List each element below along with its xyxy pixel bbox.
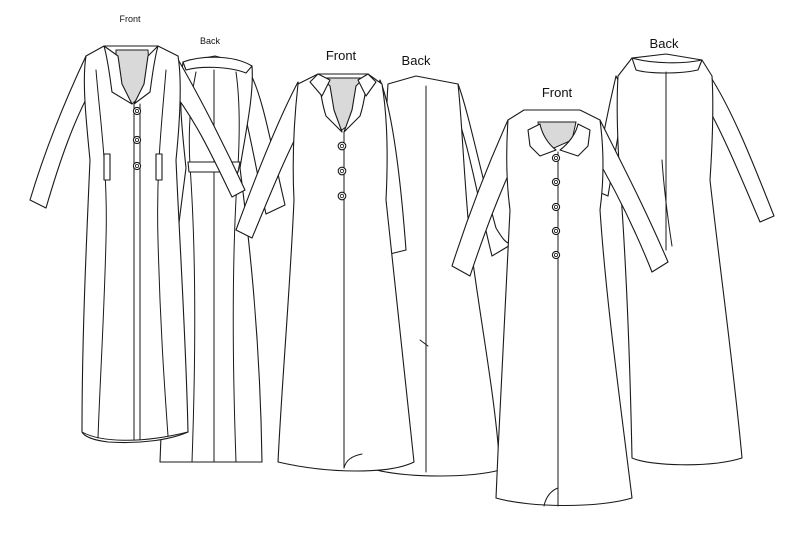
coat1-front-sleeve-left	[29, 55, 93, 209]
coat1-button-3-inner	[134, 163, 139, 168]
coat3-button-3	[551, 202, 561, 212]
coat1-front-sleeve-right	[169, 55, 246, 198]
coat2-button-3	[337, 191, 347, 201]
coat2-button-1-inner	[339, 143, 345, 149]
coat2-back-dart-mark	[419, 339, 429, 347]
coat1-front-collar-right	[133, 45, 159, 105]
coat2-back-label: Back	[401, 53, 431, 68]
coat1-front-body	[81, 45, 189, 444]
coat2-button-1	[337, 141, 347, 151]
coat1-front-collar-left	[103, 45, 133, 105]
coat3-front-collar-left	[527, 123, 557, 157]
coat1-back-collar	[182, 56, 253, 74]
coat3-button-3-inner	[554, 204, 559, 209]
coat3-front-sleeve-right	[591, 119, 669, 273]
coat2-front-label: Front	[325, 48, 357, 63]
coat3-back-collar	[631, 57, 703, 74]
coat1-front-view	[29, 45, 246, 444]
coat3-button-4-inner	[554, 228, 559, 233]
coat3-back-label: Back	[649, 36, 679, 51]
coat2-button-3-inner	[339, 193, 345, 199]
coat1-front-seam-right	[157, 69, 169, 437]
coat3-front-label: Front	[541, 85, 573, 100]
coat1-front-buttons	[132, 106, 142, 171]
coat2-back-view	[375, 75, 513, 477]
coat3-back-vent	[661, 159, 673, 247]
coat1-back-label: Back	[199, 36, 221, 46]
coat3-front-view	[451, 109, 669, 507]
coat3-front-collar-right	[559, 123, 591, 157]
coat1-button-2	[132, 135, 142, 145]
coat3-front-body	[495, 109, 633, 507]
coat2-button-2-inner	[339, 168, 345, 174]
coat3-button-2	[551, 177, 561, 187]
coat2-front-view	[235, 73, 415, 472]
coat3-front-buttons	[551, 153, 561, 260]
coat1-front-seam-left	[95, 69, 107, 439]
coat1-button-1	[132, 106, 142, 116]
coat2-front-lapel-upper-right	[357, 73, 377, 97]
coat2-front-sleeve-left	[235, 81, 307, 239]
coat1-button-3	[132, 161, 142, 171]
coat1-front-placket	[133, 103, 141, 441]
coat2-front-hem-curve	[343, 453, 363, 469]
coat1-back-princess-seam-right	[232, 71, 240, 463]
coat3-button-5-inner	[554, 252, 559, 257]
coat3-button-5	[551, 250, 561, 260]
coat1-button-1-inner	[134, 109, 139, 114]
coat3-button-1	[551, 153, 561, 163]
coat2-front-buttons	[337, 141, 347, 201]
coat2-front-body	[277, 73, 415, 472]
coat2-front-lapel-upper	[309, 73, 331, 97]
coat2-button-2	[337, 166, 347, 176]
coat3-button-4	[551, 226, 561, 236]
coat3-front-hem-curve	[543, 487, 559, 507]
coat1-button-2-inner	[134, 137, 139, 142]
coat1-front-label: Front	[119, 14, 141, 24]
coat1-front-pocket-left	[103, 153, 111, 181]
coat1-front-pocket-right	[155, 153, 163, 181]
coat3-button-2-inner	[554, 179, 559, 184]
coat3-button-1-inner	[554, 155, 559, 160]
coat3-back-view	[593, 53, 775, 466]
coat3-back-sleeve-right	[703, 75, 775, 223]
coat2-back-sleeve-right	[455, 83, 513, 257]
coat1-front-hem-curve	[81, 431, 189, 441]
